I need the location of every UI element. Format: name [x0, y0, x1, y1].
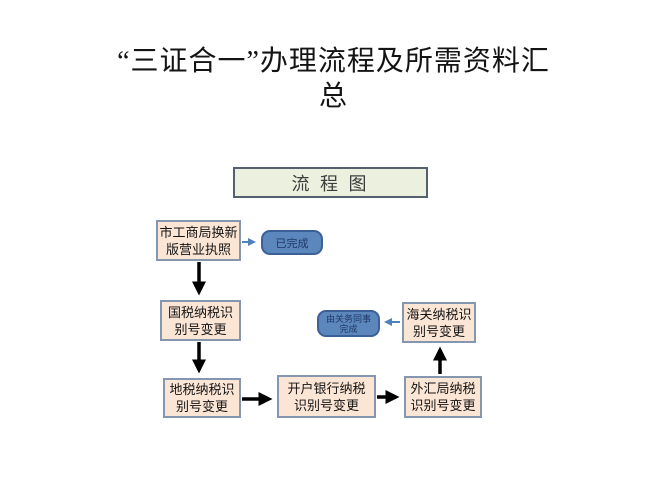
page-title-line2: 总 — [318, 81, 348, 112]
section-header-label: 流 程 图 — [291, 173, 370, 194]
page-title-line1: “三证合一”办理流程及所需资料汇 — [117, 46, 550, 77]
flow-node-label: 海关纳税识 — [406, 306, 472, 322]
status-pill-label: 已完成 — [275, 237, 309, 250]
flow-node-gongshang: 市工商局换新 版营业执照 — [156, 220, 241, 261]
status-pill-done: 已完成 — [261, 230, 323, 255]
flow-node-guoshui: 国税纳税识 别号变更 — [160, 300, 241, 341]
flow-node-haiguan: 海关纳税识 别号变更 — [402, 302, 476, 343]
flow-node-label: 开户银行纳税 — [287, 380, 366, 396]
flow-node-dishui: 地税纳税识 别号变更 — [163, 378, 241, 418]
flow-node-label: 地税纳税识 — [169, 382, 235, 397]
flow-node-waihui: 外汇局纳税 识别号变更 — [404, 376, 482, 418]
flow-node-label: 别号变更 — [174, 321, 227, 337]
flow-node-label: 别号变更 — [412, 323, 465, 339]
flow-node-label: 国税纳税识 — [167, 304, 233, 320]
flow-node-label: 识别号变更 — [410, 398, 476, 413]
flow-node-label: 别号变更 — [175, 399, 228, 414]
flow-node-label: 市工商局换新 — [159, 224, 238, 240]
flow-node-label: 识别号变更 — [293, 397, 359, 413]
status-pill-customs: 由关务同事 完成 — [317, 310, 380, 337]
status-pill-label: 完成 — [339, 323, 358, 334]
flow-node-label: 外汇局纳税 — [410, 381, 476, 396]
status-pill-label: 由关务同事 — [325, 313, 371, 324]
flow-node-kaihu: 开户银行纳税 识别号变更 — [277, 375, 376, 418]
page-title: “三证合一”办理流程及所需资料汇 总 — [0, 44, 667, 114]
section-header-flowchart: 流 程 图 — [233, 167, 428, 198]
flow-node-label: 版营业执照 — [165, 241, 231, 257]
